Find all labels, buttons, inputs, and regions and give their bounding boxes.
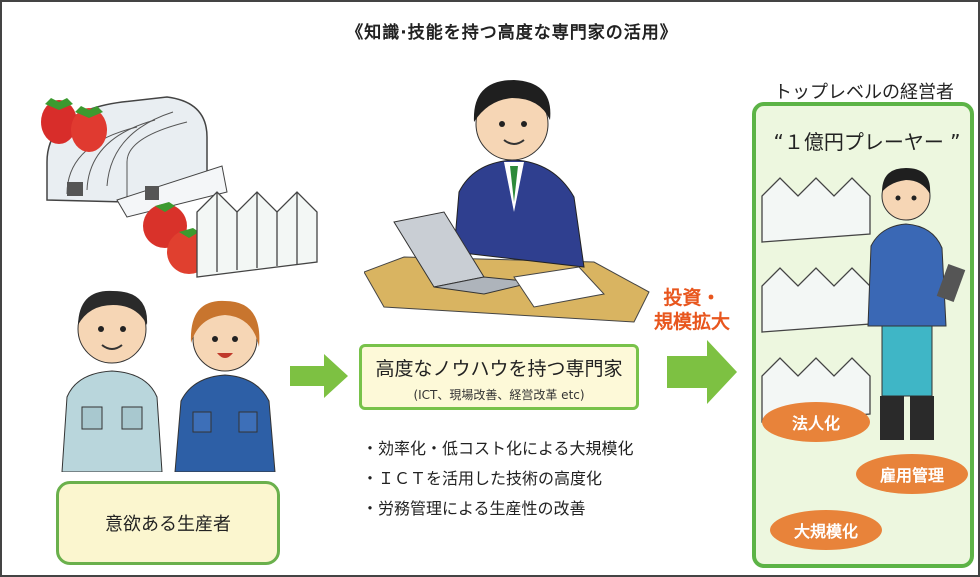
investment-line-1: 投資・: [663, 287, 721, 309]
investment-label: 投資・ 規模拡大: [642, 286, 742, 334]
glass-greenhouse-icon: [196, 191, 318, 278]
list-item: ・ＩＣＴを活用した技術の高度化: [362, 469, 603, 488]
expert-person-icon: [453, 80, 585, 268]
investment-line-2: 規模拡大: [653, 311, 730, 333]
list-item: ・効率化・低コスト化による大規模化: [362, 439, 634, 458]
arrow-right-icon: [667, 340, 737, 404]
diagram-title: 《知識·技能を持つ高度な専門家の活用》: [346, 23, 678, 43]
expert-specialties: (ICT、現場改善、経営改革 etc): [413, 388, 585, 402]
list-item: ・労務管理による生産性の改善: [362, 499, 586, 518]
expert-title: 高度なノウハウを持つ専門家: [375, 358, 623, 380]
farm-illustration: [41, 96, 318, 278]
status-badge: 雇用管理: [856, 454, 968, 494]
top-level-label: トップレベルの経営者: [774, 82, 954, 103]
status-badge: 大規模化: [770, 510, 882, 550]
producer-box: 意欲ある生産者: [56, 481, 280, 565]
player-title: “１億円プレーヤー ”: [773, 130, 961, 154]
bullet-list: ・効率化・低コスト化による大規模化 ・ＩＣＴを活用した技術の高度化 ・労務管理に…: [362, 434, 634, 524]
expert-illustration: [364, 80, 650, 323]
document-icon: [513, 266, 605, 308]
desk-icon: [364, 256, 650, 323]
top-level-panel: 法人化 雇用管理 大規模化: [752, 102, 974, 568]
male-farmer-icon: [61, 290, 163, 472]
producers-illustration: [61, 290, 276, 472]
female-farmer-icon: [174, 300, 276, 472]
expert-box: 高度なノウハウを持つ専門家 (ICT、現場改善、経営改革 etc): [359, 344, 639, 410]
top-manager-icon: [867, 168, 966, 440]
glass-greenhouse-icon: [761, 177, 871, 423]
status-badge: 法人化: [762, 402, 870, 442]
greenhouse-stack-illustration: [761, 168, 966, 440]
arrow-right-icon: [290, 354, 348, 398]
strawberry-icon: [41, 98, 107, 152]
